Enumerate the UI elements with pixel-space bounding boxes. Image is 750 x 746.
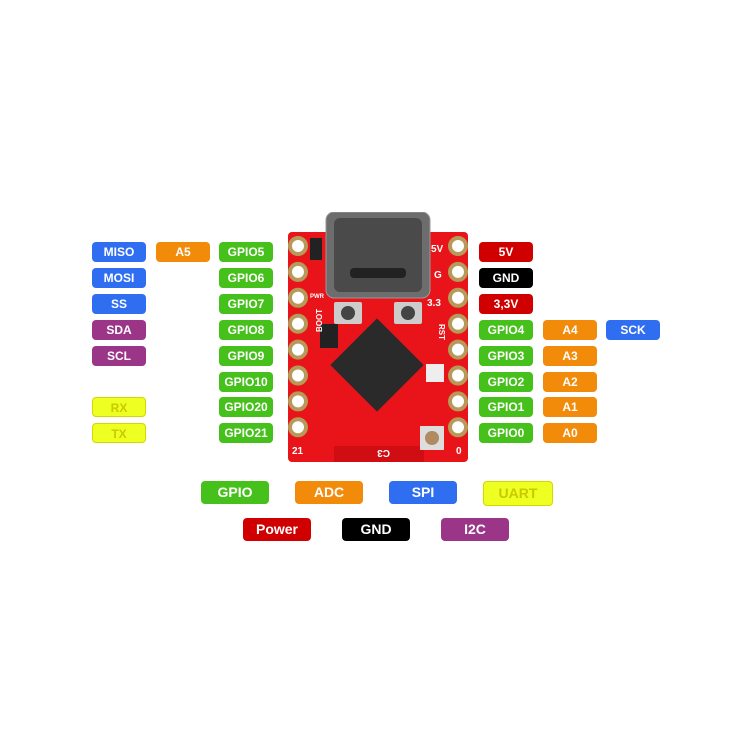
silk-g: G <box>434 270 442 281</box>
pin-label-33v: 3,3V <box>479 293 533 314</box>
pin-label-a1: A1 <box>543 397 597 418</box>
pin-label-gpio10: GPIO10 <box>219 371 273 392</box>
pin-label-gpio8: GPIO8 <box>219 319 273 340</box>
pin-pad <box>288 391 308 412</box>
pin-label-gpio2: GPIO2 <box>479 371 533 392</box>
pin-label-gpio20: GPIO20 <box>219 397 273 418</box>
silk-boot: BOOT <box>315 309 324 332</box>
rgb-led <box>426 364 444 382</box>
pin-pad <box>448 287 468 308</box>
legend-item-adc: ADC <box>295 481 363 504</box>
pin-pad <box>288 261 308 282</box>
legend-item-gnd: GND <box>342 518 410 541</box>
esp32-c3-board: 5V G 3.3 RST BOOT PWR 21 0 C3 <box>288 212 468 462</box>
pin-label-gpio4: GPIO4 <box>479 319 533 340</box>
silk-3v3: 3.3 <box>427 298 441 309</box>
pin-label-a4: A4 <box>543 319 597 340</box>
pin-label-sck: SCK <box>606 319 660 340</box>
pin-label-gpio7: GPIO7 <box>219 293 273 314</box>
silk-c3: C3 <box>377 447 390 458</box>
pin-label-miso: MISO <box>92 242 146 262</box>
pin-pad <box>448 261 468 282</box>
pin-label-gpio21: GPIO21 <box>219 423 273 444</box>
pin-pad <box>448 313 468 334</box>
pin-pad <box>448 339 468 360</box>
pin-label-sda: SDA <box>92 319 146 340</box>
legend-item-i2c: I2C <box>441 518 509 541</box>
pin-pad <box>288 365 308 386</box>
pin-label-tx: TX <box>92 423 146 444</box>
legend-item-spi: SPI <box>389 481 457 504</box>
pin-pad <box>288 417 308 438</box>
pin-label-mosi: MOSI <box>92 267 146 288</box>
pin-pad <box>288 287 308 308</box>
pin-pad <box>448 236 468 256</box>
legend-item-power: Power <box>243 518 311 541</box>
pin-label-gpio3: GPIO3 <box>479 345 533 366</box>
pin-pad <box>288 313 308 334</box>
silk-5v: 5V <box>431 244 444 255</box>
pin-pad <box>288 236 308 256</box>
pin-label-gnd: GND <box>479 267 533 288</box>
legend-item-uart: UART <box>483 481 553 506</box>
pin-label-rx: RX <box>92 397 146 418</box>
pin-label-ss: SS <box>92 293 146 314</box>
pin-pads <box>288 236 468 438</box>
pin-label-a3: A3 <box>543 345 597 366</box>
pin-pad <box>448 417 468 438</box>
pin-label-gpio9: GPIO9 <box>219 345 273 366</box>
pin-pad <box>448 365 468 386</box>
pin-label-scl: SCL <box>92 345 146 366</box>
pin-label-gpio0: GPIO0 <box>479 423 533 444</box>
pin-label-gpio1: GPIO1 <box>479 397 533 418</box>
pin-label-gpio6: GPIO6 <box>219 267 273 288</box>
pin-label-5v: 5V <box>479 242 533 262</box>
silk-0: 0 <box>456 446 462 457</box>
silk-21: 21 <box>292 446 304 457</box>
pin-label-a2: A2 <box>543 371 597 392</box>
pin-label-a5: A5 <box>156 242 210 262</box>
pin-label-gpio5: GPIO5 <box>219 242 273 262</box>
silk-rst: RST <box>437 324 446 340</box>
silk-pwr: PWR <box>310 294 325 300</box>
pin-label-a0: A0 <box>543 423 597 444</box>
pin-pad <box>448 391 468 412</box>
legend-item-gpio: GPIO <box>201 481 269 504</box>
pin-pad <box>288 339 308 360</box>
